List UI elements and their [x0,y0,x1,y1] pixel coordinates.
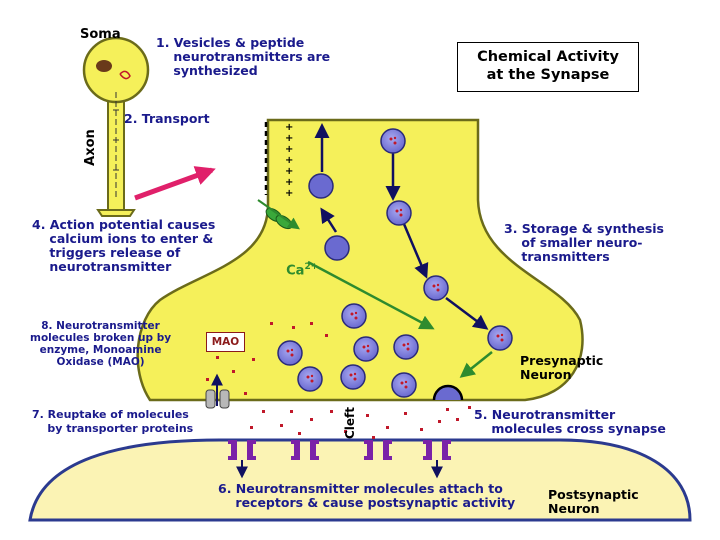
presynaptic-terminal [136,118,584,402]
step-8-label: 8. Neurotransmitter molecules broken up … [30,320,172,368]
postsynaptic-neuron-label: Postsynaptic Neuron [548,487,639,516]
transport-down-arrow-3 [445,297,489,330]
step-5-label: 5. Neurotransmitter molecules cross syna… [474,407,666,436]
release-arrow [459,351,493,378]
transport-up-arrow-2 [320,207,338,233]
svg-text:+: + [285,188,293,199]
svg-text:+: + [285,166,293,177]
postsynaptic-receptors [228,440,451,460]
cleft-label: Cleft [343,406,358,440]
filled-vesicles [277,128,513,398]
svg-text:+: + [285,133,293,144]
presynaptic-neuron-label: Presynaptic Neuron [520,353,604,382]
step-2-label: 2. Transport [124,111,210,126]
calcium-entry-arrow [257,199,300,230]
title-box: Chemical Activity at the Synapse [457,42,639,92]
calcium-label: Ca2+ [268,246,318,292]
vesicle-contents [286,136,504,389]
step-1-label: 1. Vesicles & peptide neurotransmitters … [156,35,331,78]
pink-arrow [134,166,216,201]
svg-text:+: + [285,122,293,133]
neuron-soma-axon [82,36,150,217]
reuptake-transporter [205,373,230,409]
step-3-label: 3. Storage & synthesis of smaller neuro-… [504,221,664,264]
membrane-charge-marks: + + + + + + + [264,122,293,199]
axon-label: Axon [82,129,98,166]
soma-label: Soma [80,27,121,42]
mao-enzyme-box: MAO [206,332,245,352]
svg-text:+: + [285,144,293,155]
svg-text:+: + [285,155,293,166]
calcium-trigger-arrow [307,260,435,330]
transport-down-arrow-2 [402,223,429,279]
svg-text:+: + [285,177,293,188]
diagram-title: Chemical Activity at the Synapse [477,49,619,83]
empty-vesicles [308,173,350,261]
postsynaptic-neuron [28,438,692,522]
neurotransmitter-molecules [206,322,471,439]
mao-label: MAO [211,336,240,348]
calcium-symbol: Ca [286,263,305,279]
step-6-label: 6. Neurotransmitter molecules attach to … [218,481,516,510]
calcium-charge: 2+ [304,262,319,272]
step-4-label: 4. Action potential causes calcium ions … [32,217,216,274]
fusing-vesicle [432,384,464,401]
step-7-label: 7. Reuptake of molecules by transporter … [32,408,194,435]
